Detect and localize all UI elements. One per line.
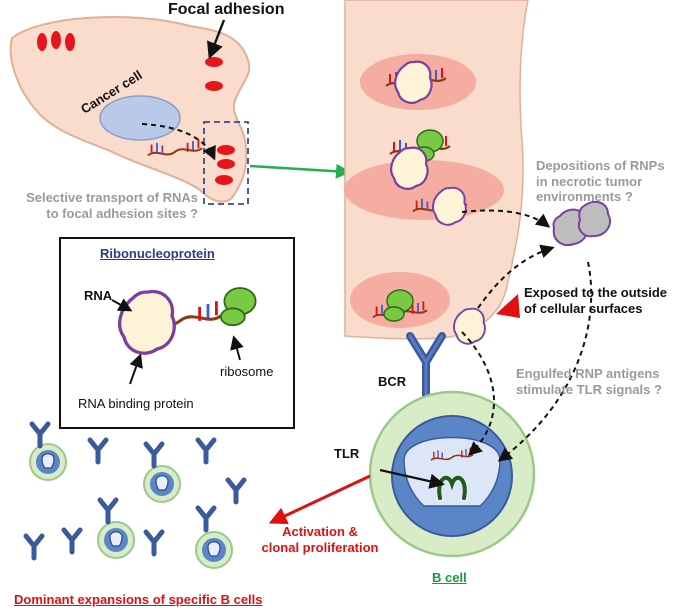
red-arrow-icon [268,474,371,525]
focal-adhesion-pointer [207,19,226,60]
green-arrow-icon [249,163,351,179]
rna-binding-protein-label: RNA binding protein [78,396,194,411]
b-cell [368,390,536,558]
inset-title: Ribonucleoprotein [100,246,215,261]
rbp-pointer [129,353,143,385]
dashed-arrow-to-deposition [461,209,551,228]
tlr-label: TLR [334,446,360,461]
depositions-label: Depositions of RNPs in necrotic tumor en… [536,158,665,205]
ribosome-label: ribosome [220,364,274,379]
dashed-arrow-from-surface [477,244,555,309]
expanded-b-cells [26,424,244,569]
tlr-pointer [379,468,446,489]
engulfed-label: Engulfed RNP antigens stimulate TLR sign… [516,366,662,397]
zoomed-cell [344,0,529,345]
bcr-antibody-icon [406,332,446,408]
focal-adhesion-spots [37,31,235,185]
focal-adhesion-label: Focal adhesion [168,1,285,18]
ribonucleoprotein-inset [59,237,295,429]
cancer-cell [9,16,251,205]
nucleus [99,95,181,141]
bcr-label: BCR [378,374,407,389]
activation-label: Activation & clonal proliferation [261,524,379,555]
b-cell-label: B cell [432,570,467,585]
rna-label: RNA [84,288,113,303]
rna-pointer [111,298,133,312]
deposited-rnps [552,200,612,246]
dashed-arrow-icon [141,123,216,161]
dashed-arrow-engulfed [497,261,593,462]
focal-adhesion-box [203,121,249,205]
dominant-expansions-label: Dominant expansions of specific B cells [14,592,263,607]
ribosome-pointer [230,335,244,361]
selective-transport-label: Selective transport of RNAs to focal adh… [26,190,198,221]
red-arrowhead-icon [496,294,520,318]
dashed-arrow-to-bcell [461,331,495,456]
exposed-label: Exposed to the outside of cellular surfa… [524,285,668,316]
